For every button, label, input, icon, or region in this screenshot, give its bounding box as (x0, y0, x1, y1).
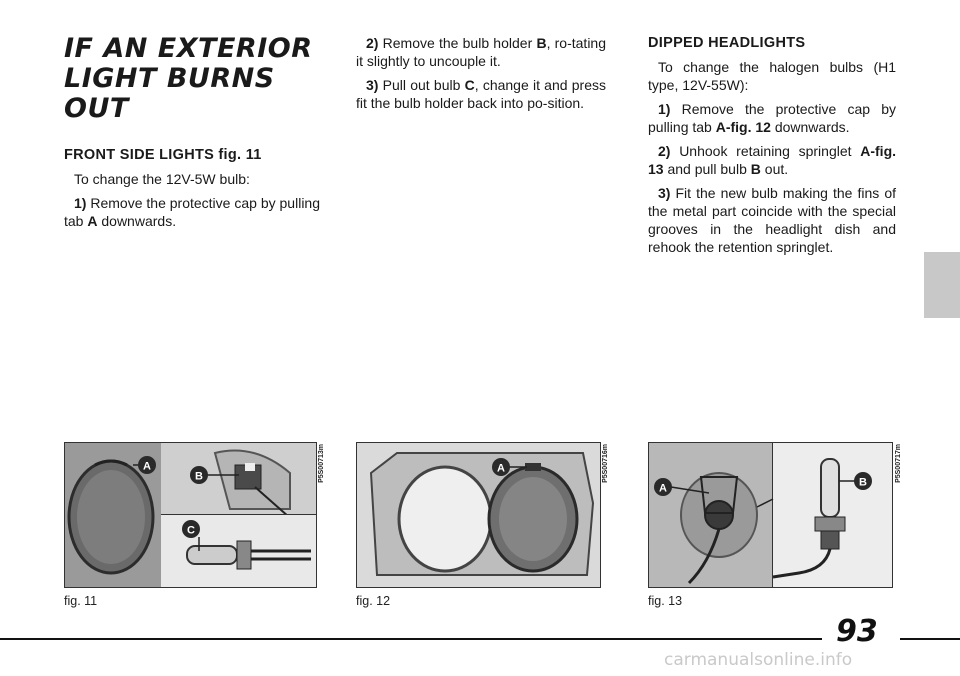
dipped-intro: To change the halogen bulbs (H1 type, 12… (648, 59, 896, 93)
callout-a: A (492, 458, 527, 476)
front-step-1: 1) Remove the protective cap by pulling … (64, 194, 320, 230)
step-text: downwards. (770, 119, 850, 135)
figure-11-illustration: A B C (65, 443, 316, 587)
title-line-3: OUT (64, 93, 129, 124)
callout-a-label: A (143, 461, 151, 473)
column-left: IF AN EXTERIOR LIGHT BURNS OUT FRONT SID… (64, 34, 320, 236)
callout-c: C (182, 520, 200, 538)
callout-ref: C (464, 77, 475, 93)
callout-ref: A (87, 213, 98, 229)
figure-13-illustration: A B (649, 443, 892, 587)
figure-13-code: P5S00717m (895, 444, 902, 483)
step-text: Fit the new bulb making the fins of the … (648, 185, 896, 255)
dipped-step-1: 1) Remove the protective cap by pulling … (648, 100, 896, 136)
callout-ref: B (750, 161, 761, 177)
step-number: 1) (658, 101, 671, 117)
figure-11: A B C (64, 442, 317, 588)
callout-ref: A-fig. 13 (648, 143, 897, 177)
step-number: 2) (658, 143, 671, 159)
front-side-lights-heading: FRONT SIDE LIGHTS fig. 11 (64, 147, 262, 163)
callout-ref: A-fig. 12 (715, 119, 771, 135)
dipped-headlights-heading: DIPPED HEADLIGHTS (648, 35, 806, 51)
step-number: 3) (658, 185, 671, 201)
footer-rule-right (900, 638, 960, 640)
callout-b-label: B (859, 477, 867, 489)
callout-b-label: B (195, 471, 203, 483)
dipped-step-2: 2) Unhook retaining springlet A-fig. 13 … (648, 142, 896, 178)
figure-12-caption: fig. 12 (356, 594, 391, 608)
figure-13: A B (648, 442, 893, 588)
dipped-step-3: 3) Fit the new bulb making the fins of t… (648, 184, 896, 256)
footer-rule-left (0, 638, 822, 640)
step-text: Remove the protective cap by pulling tab (648, 101, 896, 135)
figure-12: A (356, 442, 601, 588)
step-text: Pull out bulb (382, 77, 465, 93)
figure-11-code: P5S00713m (318, 444, 325, 483)
step-text: , change it and press fit the bulb holde… (356, 77, 606, 111)
title-line-2: LIGHT BURNS (64, 63, 275, 94)
callout-a-label: A (497, 463, 505, 475)
callout-b: B (190, 466, 239, 484)
front-intro: To change the 12V-5W bulb: (74, 171, 250, 187)
step-number: 2) (366, 35, 379, 51)
figure-12-illustration: A (357, 443, 600, 587)
watermark: carmanualsonline.info (664, 650, 853, 670)
callout-b: B (839, 472, 872, 490)
step-text: downwards. (97, 213, 177, 229)
step-text: Remove the bulb holder (382, 35, 537, 51)
step-text: Unhook retaining springlet (679, 143, 861, 159)
callout-a-label: A (659, 483, 667, 495)
title-line-1: IF AN EXTERIOR (64, 33, 313, 64)
step-text: Remove the protective cap by pulling tab (64, 195, 320, 229)
figure-12-code: P5S00716m (602, 444, 609, 483)
callout-a: A (133, 456, 156, 474)
step-text: , ro-tating it slightly to uncouple it. (356, 35, 607, 69)
step-text: and pull bulb (663, 161, 751, 177)
column-middle: 2) Remove the bulb holder B, ro-tating i… (356, 34, 606, 118)
front-step-2: 2) Remove the bulb holder B, ro-tating i… (356, 34, 606, 70)
front-step-3: 3) Pull out bulb C, change it and press … (356, 76, 606, 112)
section-tab (924, 252, 960, 318)
step-number: 3) (366, 77, 379, 93)
callout-a: A (654, 478, 710, 496)
page-number: 93 (836, 614, 878, 649)
callout-c-label: C (187, 525, 195, 537)
figure-11-caption: fig. 11 (64, 594, 98, 608)
step-number: 1) (74, 195, 87, 211)
figure-13-caption: fig. 13 (648, 594, 683, 608)
page-title: IF AN EXTERIOR LIGHT BURNS OUT (64, 34, 320, 124)
step-text: out. (760, 161, 789, 177)
column-right: DIPPED HEADLIGHTS To change the halogen … (648, 34, 896, 262)
callout-ref: B (536, 35, 547, 51)
